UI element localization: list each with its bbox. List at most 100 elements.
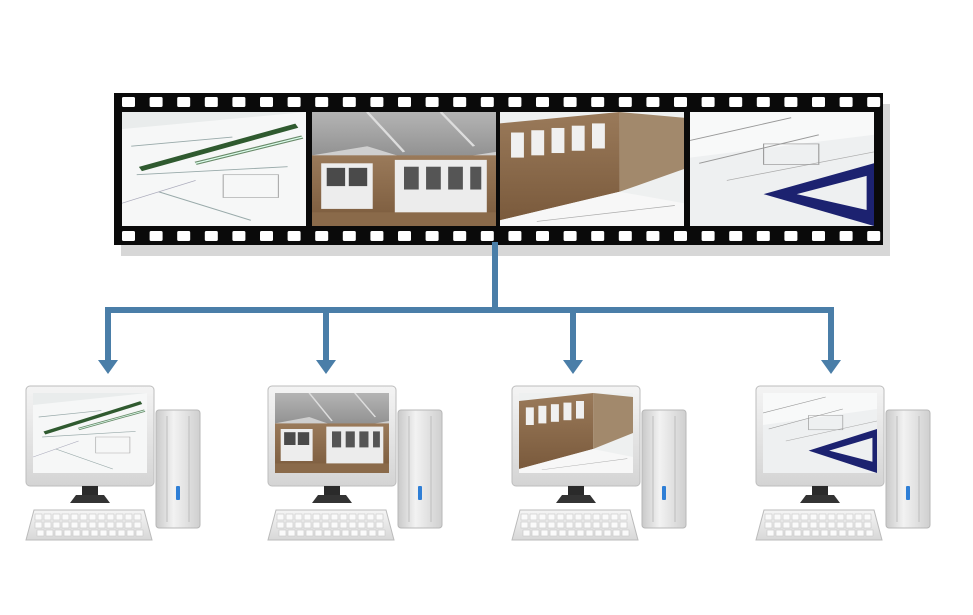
sprocket-hole: [370, 231, 384, 241]
sprocket-hole: [536, 97, 549, 107]
sprocket-hole: [260, 231, 273, 241]
monitor: [755, 385, 885, 487]
sprocket-hole: [812, 231, 825, 241]
sprocket-row-top: [122, 97, 881, 107]
sprocket-hole: [756, 97, 770, 107]
sprocket-hole: [398, 97, 411, 107]
sprocket-hole: [508, 97, 522, 107]
sprocket-hole: [646, 231, 660, 241]
film-frame-2: [312, 112, 496, 226]
computer-1: [25, 385, 201, 541]
sprocket-hole: [867, 231, 881, 241]
monitor-base: [800, 495, 840, 503]
sprocket-hole: [563, 231, 577, 241]
monitor-screen: [275, 393, 389, 473]
pc-tower: [155, 409, 201, 529]
sprocket-hole: [425, 231, 439, 241]
pc-tower: [641, 409, 687, 529]
distribution-connector: [105, 242, 834, 365]
sprocket-hole: [232, 97, 246, 107]
sprocket-hole: [756, 231, 770, 241]
film-frame-image: [690, 112, 874, 226]
monitor-stand: [82, 486, 98, 496]
sprocket-hole: [398, 231, 411, 241]
film-strip: [114, 93, 890, 256]
pc-tower: [885, 409, 931, 529]
monitor-stand: [324, 486, 340, 496]
keyboard: [267, 509, 395, 541]
power-light-icon: [662, 486, 666, 500]
arrow-down-icon: [98, 360, 118, 374]
sprocket-hole: [563, 97, 577, 107]
sprocket-hole: [812, 97, 825, 107]
power-light-icon: [906, 486, 910, 500]
sprocket-hole: [839, 231, 853, 241]
monitor-base: [70, 495, 110, 503]
monitor-screen: [763, 393, 877, 473]
sprocket-row-bottom: [122, 231, 881, 241]
sprocket-hole: [591, 97, 605, 107]
sprocket-hole: [646, 97, 660, 107]
sprocket-hole: [867, 97, 881, 107]
sprocket-hole: [701, 231, 715, 241]
computer-row: [25, 385, 931, 541]
monitor-screen: [519, 393, 633, 473]
sprocket-hole: [315, 97, 329, 107]
computer-3: [511, 385, 687, 541]
sprocket-hole: [342, 231, 356, 241]
film-frame-3: [500, 112, 684, 226]
sprocket-hole: [122, 97, 135, 107]
sprocket-hole: [287, 97, 301, 107]
sprocket-hole: [508, 231, 522, 241]
sprocket-hole: [204, 231, 218, 241]
pc-tower: [397, 409, 443, 529]
sprocket-hole: [149, 97, 163, 107]
sprocket-hole: [342, 97, 356, 107]
film-frame-1: [122, 112, 306, 226]
monitor-screen: [33, 393, 147, 473]
monitor-stand: [568, 486, 584, 496]
keyboard: [511, 509, 639, 541]
sprocket-hole: [453, 231, 467, 241]
sprocket-hole: [425, 97, 439, 107]
sprocket-hole: [729, 231, 743, 241]
sprocket-hole: [204, 97, 218, 107]
monitor-stand: [812, 486, 828, 496]
connector-arrowheads: [98, 360, 841, 374]
sprocket-hole: [453, 97, 467, 107]
monitor-base: [556, 495, 596, 503]
sprocket-hole: [784, 231, 798, 241]
film-frame-image: [312, 112, 496, 226]
sprocket-hole: [122, 231, 135, 241]
sprocket-hole: [674, 231, 687, 241]
film-frame-image: [500, 112, 684, 226]
sprocket-hole: [591, 231, 605, 241]
sprocket-hole: [784, 97, 798, 107]
sprocket-hole: [839, 97, 853, 107]
film-frame-4: [690, 112, 874, 226]
sprocket-hole: [536, 231, 549, 241]
sprocket-hole: [729, 97, 743, 107]
monitor: [267, 385, 397, 487]
power-light-icon: [176, 486, 180, 500]
sprocket-hole: [232, 231, 246, 241]
power-light-icon: [418, 486, 422, 500]
sprocket-hole: [177, 231, 191, 241]
keyboard: [25, 509, 153, 541]
arrow-down-icon: [563, 360, 583, 374]
sprocket-hole: [618, 97, 632, 107]
arrow-down-icon: [821, 360, 841, 374]
sprocket-hole: [480, 231, 494, 241]
sprocket-hole: [177, 97, 191, 107]
computer-4: [755, 385, 931, 541]
sprocket-hole: [674, 97, 687, 107]
sprocket-hole: [287, 231, 301, 241]
keyboard: [755, 509, 883, 541]
film-frame-image: [122, 112, 306, 226]
sprocket-hole: [370, 97, 384, 107]
sprocket-hole: [315, 231, 329, 241]
monitor: [25, 385, 155, 487]
sprocket-hole: [149, 231, 163, 241]
sprocket-hole: [260, 97, 273, 107]
